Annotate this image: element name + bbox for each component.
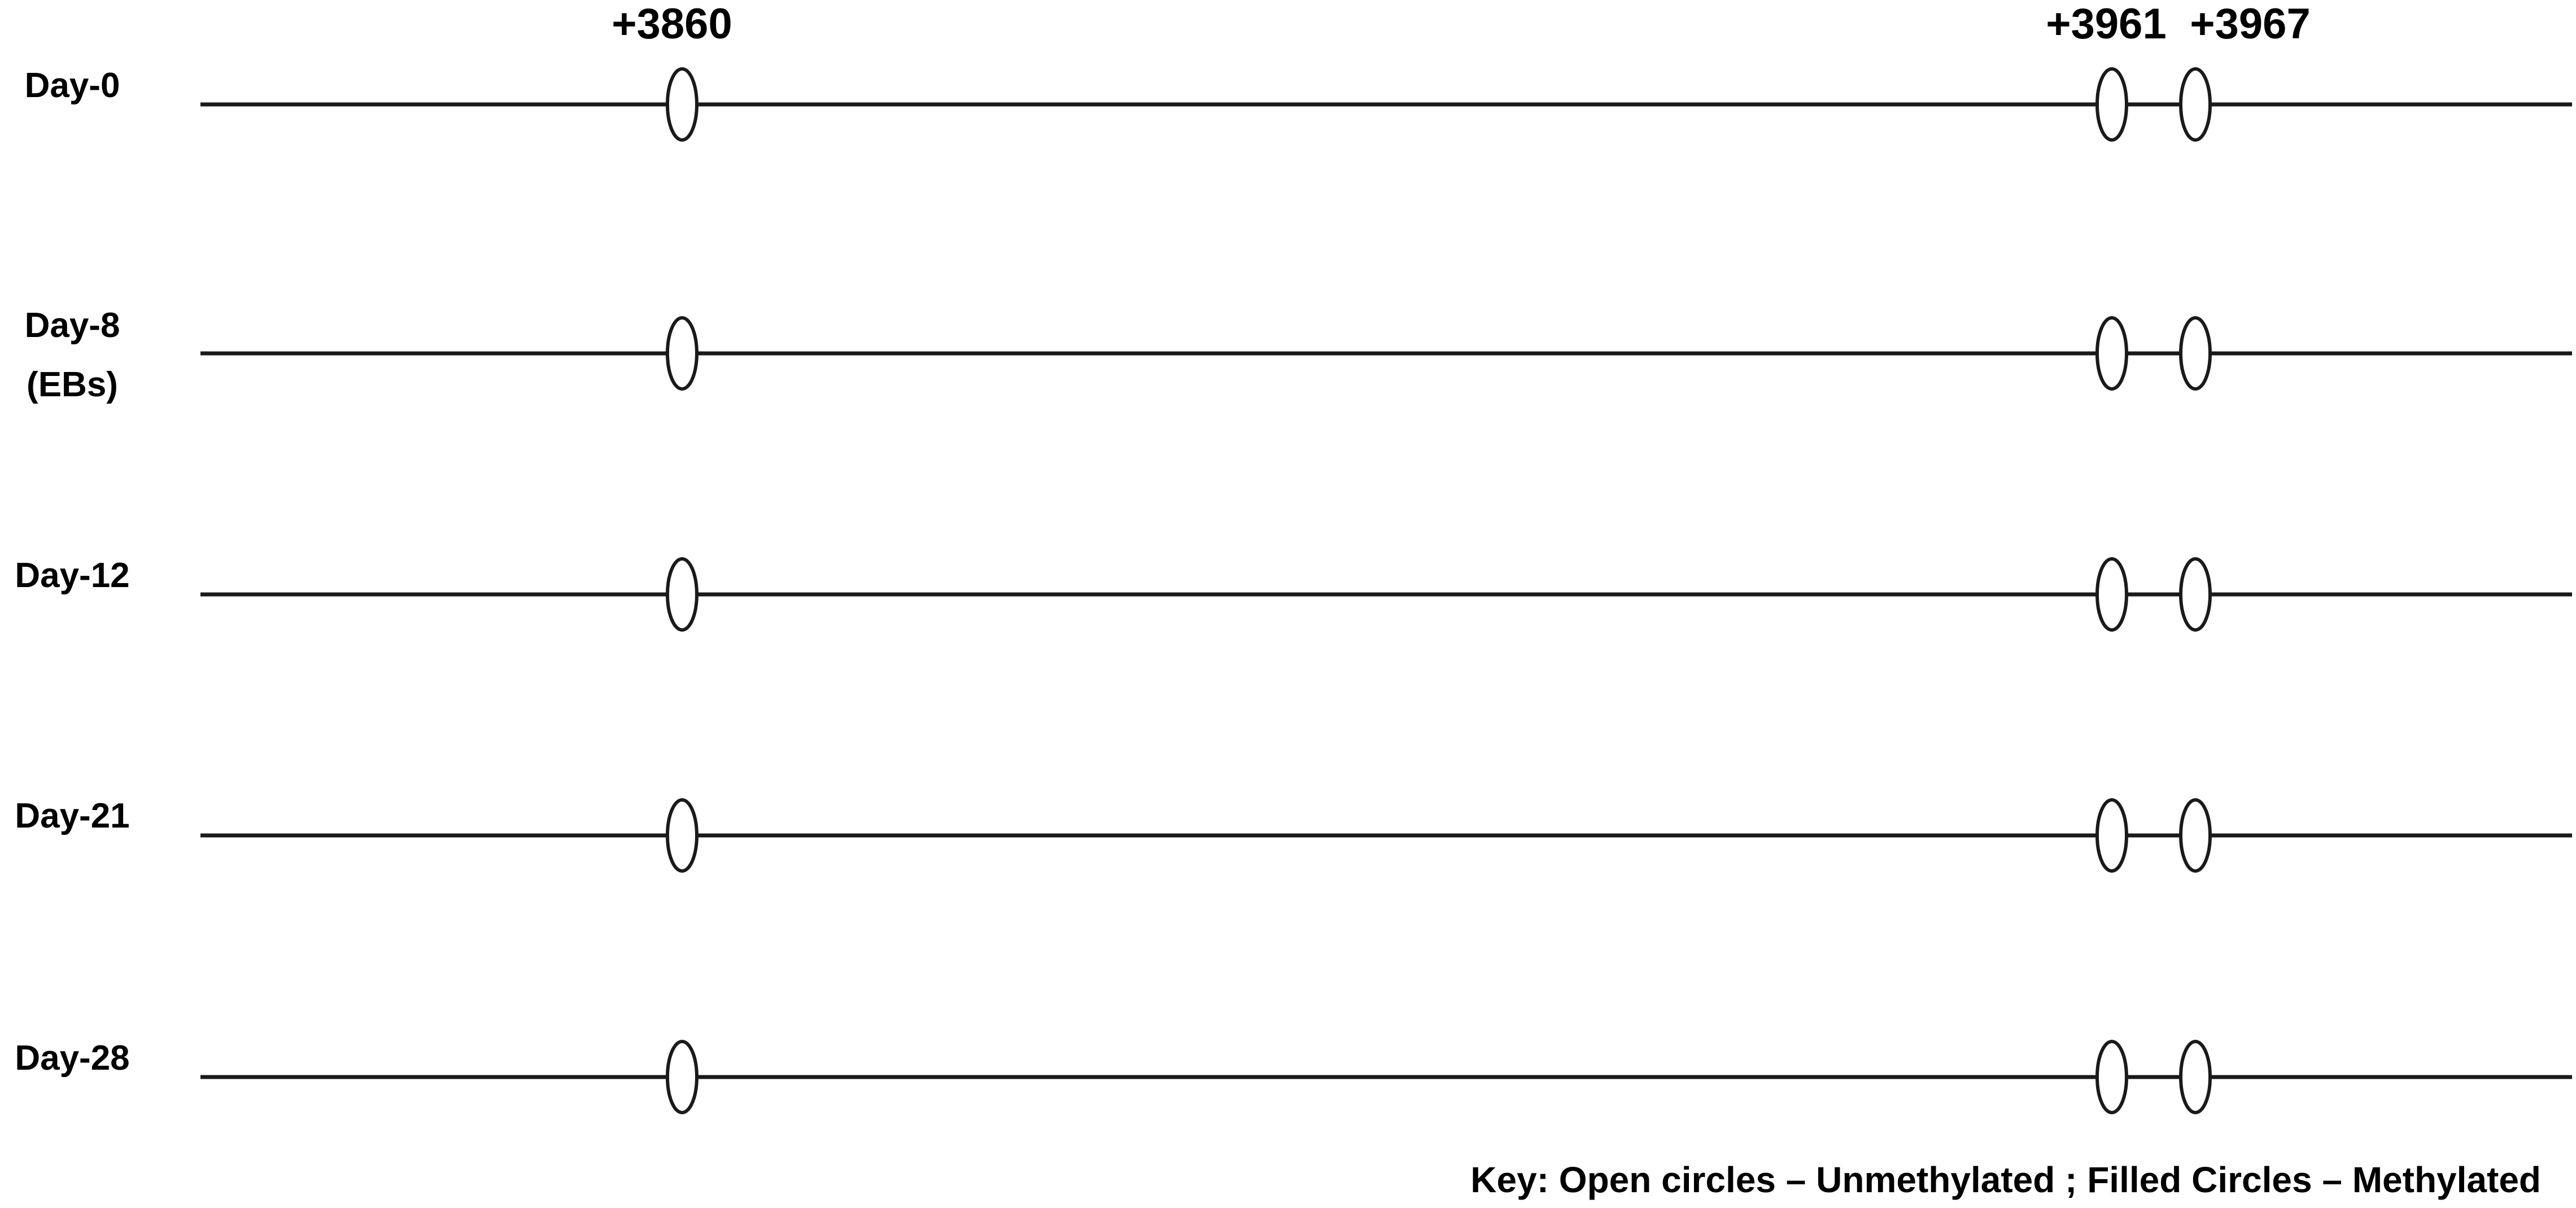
timepoint-row: Day-28 [15,1039,2572,1114]
timepoint-row: Day-0 [25,66,2572,142]
unmethylated-cpg-marker [2095,557,2128,632]
unmethylated-cpg-marker [2179,557,2212,632]
timepoint-row: Day-8 (EBs) [25,306,2572,404]
legend-key: Key: Open circles – Unmethylated ; Fille… [1470,1159,2541,1200]
unmethylated-cpg-marker [2179,1040,2212,1114]
unmethylated-cpg-marker [2179,316,2212,391]
row-label: Day-21 [15,796,129,835]
timepoint-row: Day-12 [15,556,2572,632]
row-label: (EBs) [27,365,118,404]
unmethylated-cpg-marker [2095,316,2128,391]
unmethylated-cpg-marker [666,1040,698,1114]
unmethylated-cpg-marker [666,316,698,391]
site-label: +3860 [612,0,732,48]
site-label: +3967 [2190,0,2310,48]
site-label: +3961 [2046,0,2166,48]
row-label: Day-0 [25,66,120,105]
site-labels: +3860 +3961 +3967 [612,0,2310,48]
unmethylated-cpg-marker [666,67,698,142]
unmethylated-cpg-marker [2095,798,2128,873]
unmethylated-cpg-marker [2095,67,2128,142]
unmethylated-cpg-marker [2179,798,2212,873]
timepoint-row: Day-21 [15,796,2572,873]
unmethylated-cpg-marker [2179,67,2212,142]
row-label: Day-8 [25,306,120,345]
unmethylated-cpg-marker [2095,1040,2128,1114]
row-label: Day-12 [15,556,129,595]
unmethylated-cpg-marker [666,798,698,873]
unmethylated-cpg-marker [666,557,698,632]
row-label: Day-28 [15,1039,129,1078]
